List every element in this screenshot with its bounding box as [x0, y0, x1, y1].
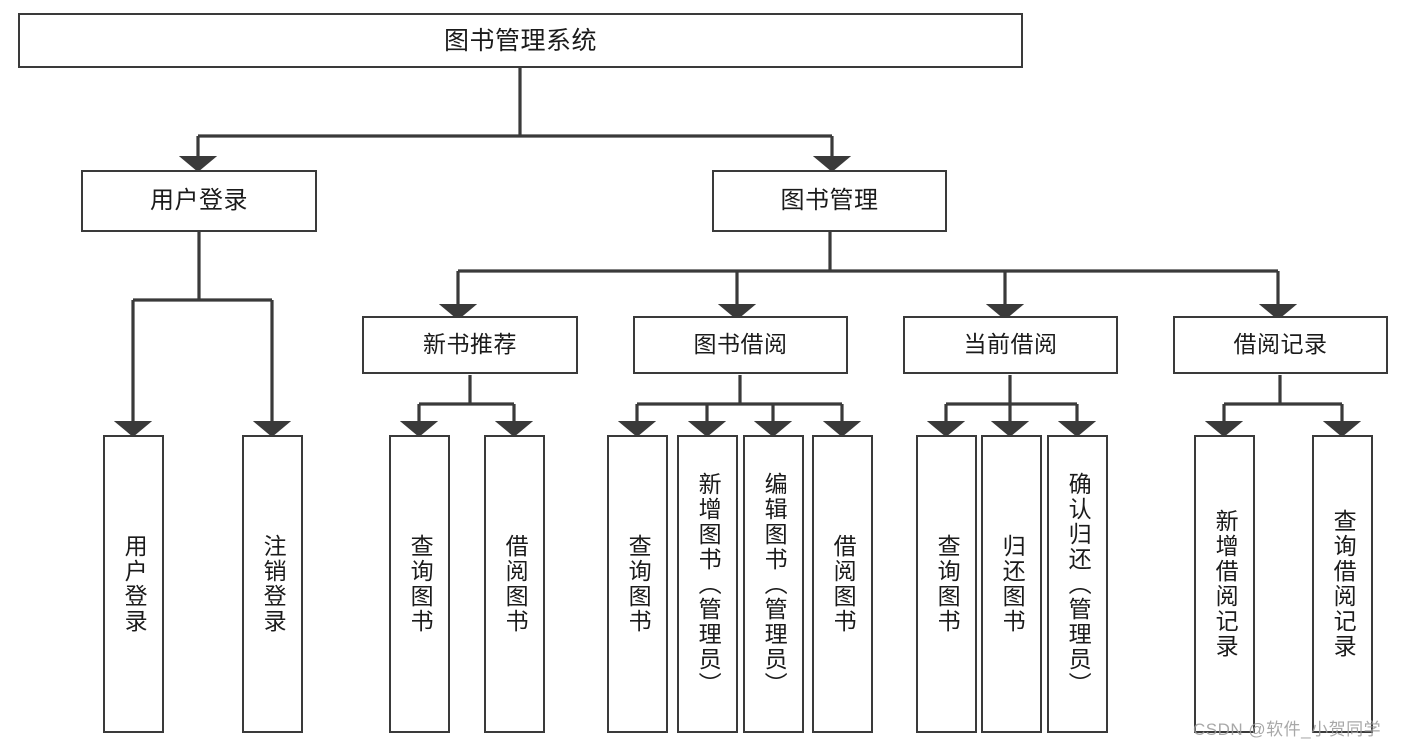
node-label: 图书管理 [780, 186, 879, 214]
node-label: 查询图书 [934, 534, 961, 634]
node-label: 图书管理系统 [443, 26, 597, 55]
node-label: 归还图书 [999, 534, 1026, 634]
node-label: 借阅图书 [830, 534, 857, 634]
leaf-current-confirm-return-admin[interactable]: 确认归还（管理员） [1047, 435, 1108, 733]
leaf-borrow-borrow-book[interactable]: 借阅图书 [812, 435, 873, 733]
node-label: 查询借阅记录 [1330, 509, 1357, 659]
leaf-current-query-book[interactable]: 查询图书 [916, 435, 977, 733]
leaf-current-return-book[interactable]: 归还图书 [981, 435, 1042, 733]
leaf-user-login-signin[interactable]: 用户登录 [103, 435, 164, 733]
node-label: 新增借阅记录 [1212, 509, 1239, 659]
node-user-login[interactable]: 用户登录 [81, 170, 317, 232]
node-label: 借阅记录 [1233, 331, 1328, 358]
leaf-record-query-record[interactable]: 查询借阅记录 [1312, 435, 1373, 733]
node-label: 借阅图书 [502, 534, 529, 634]
leaf-recommend-borrow-book[interactable]: 借阅图书 [484, 435, 545, 733]
node-label: 图书借阅 [693, 331, 788, 358]
node-borrow-record[interactable]: 借阅记录 [1173, 316, 1388, 374]
node-label: 新书推荐 [423, 331, 517, 358]
leaf-recommend-query-book[interactable]: 查询图书 [389, 435, 450, 733]
leaf-borrow-add-book-admin[interactable]: 新增图书（管理员） [677, 435, 738, 733]
leaf-borrow-query-book[interactable]: 查询图书 [607, 435, 668, 733]
node-label: 新增图书（管理员） [695, 471, 722, 697]
leaf-user-login-signout[interactable]: 注销登录 [242, 435, 303, 733]
node-book-borrow[interactable]: 图书借阅 [633, 316, 848, 374]
leaf-borrow-edit-book-admin[interactable]: 编辑图书（管理员） [743, 435, 804, 733]
node-label: 用户登录 [121, 534, 148, 634]
node-label: 查询图书 [407, 534, 434, 634]
node-label: 注销登录 [260, 534, 287, 634]
node-root-system[interactable]: 图书管理系统 [18, 13, 1023, 68]
node-label: 编辑图书（管理员） [761, 471, 788, 697]
node-label: 确认归还（管理员） [1065, 471, 1092, 697]
node-label: 查询图书 [625, 534, 652, 634]
watermark-text: CSDN @软件_小贺同学 [1193, 720, 1382, 739]
node-current-borrow[interactable]: 当前借阅 [903, 316, 1118, 374]
leaf-record-add-record[interactable]: 新增借阅记录 [1194, 435, 1255, 733]
node-book-management[interactable]: 图书管理 [712, 170, 947, 232]
node-label: 用户登录 [150, 186, 248, 214]
node-label: 当前借阅 [963, 331, 1058, 358]
node-new-book-recommend[interactable]: 新书推荐 [362, 316, 578, 374]
